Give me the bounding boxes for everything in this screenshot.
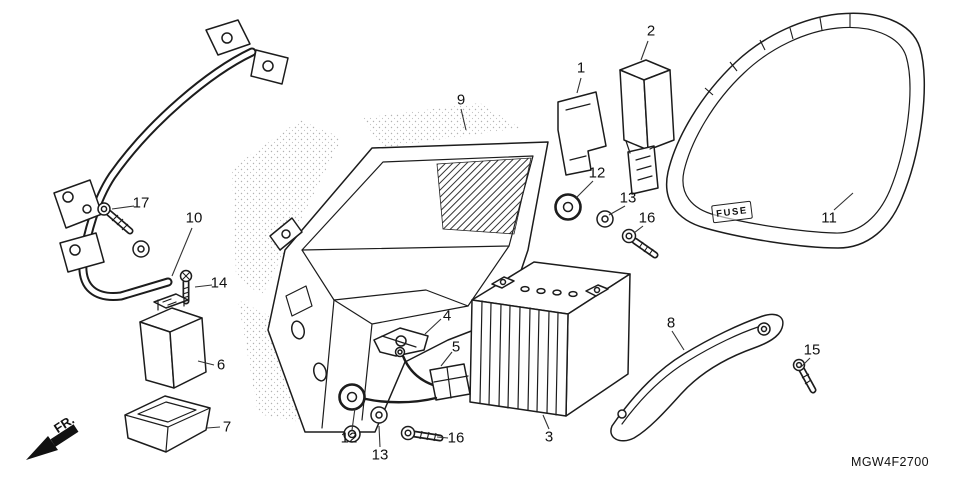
leader-lines <box>111 40 854 448</box>
part-callout-10[interactable]: 10 <box>185 209 203 227</box>
part-callout-8[interactable]: 8 <box>666 314 676 332</box>
part-callout-13-upper[interactable]: 13 <box>619 189 637 207</box>
fuse-cover-drawing <box>557 91 607 176</box>
fuse-box-drawing <box>619 59 675 195</box>
cable-5-drawing <box>364 346 471 404</box>
battery-drawing <box>469 261 631 417</box>
bolt-15-drawing <box>792 358 817 394</box>
part-callout-13-lower[interactable]: 13 <box>371 446 389 464</box>
part-callout-5[interactable]: 5 <box>451 338 461 356</box>
part-callout-3[interactable]: 3 <box>544 428 554 446</box>
part-callout-2[interactable]: 2 <box>646 22 656 40</box>
part-callout-16-lower[interactable]: 16 <box>447 429 465 447</box>
part-callout-11[interactable]: 11 <box>821 209 837 227</box>
bolt-16-upper-drawing <box>621 228 659 259</box>
washer-13-lower-drawing <box>370 406 388 424</box>
part-callout-4[interactable]: 4 <box>442 307 452 325</box>
grommet-12-upper-drawing <box>554 193 582 221</box>
part-callout-14[interactable]: 14 <box>210 274 228 292</box>
part-callout-15[interactable]: 15 <box>803 341 821 359</box>
front-direction-arrow <box>26 424 79 460</box>
part-callout-1[interactable]: 1 <box>576 59 586 77</box>
bolt-16-lower-drawing <box>400 425 444 442</box>
battery-holder-drawing <box>610 313 784 442</box>
part-callout-12-upper[interactable]: 12 <box>588 164 606 182</box>
part-callout-6[interactable]: 6 <box>216 356 226 374</box>
bolt-17-drawing <box>97 202 134 235</box>
part-callout-16-upper[interactable]: 16 <box>638 209 656 227</box>
washer-13-upper-drawing <box>596 210 614 228</box>
grommet-12-lower-drawing <box>338 383 366 411</box>
side-cover-drawing <box>666 12 926 249</box>
cushion-7-drawing <box>124 395 211 453</box>
relay-6-drawing <box>139 293 207 389</box>
bracket-4-drawing <box>373 327 429 357</box>
frame-stay-drawing <box>53 19 289 301</box>
diagram-code: MGW4F2700 <box>851 455 929 469</box>
part-callout-12-lower[interactable]: 12 <box>340 429 358 447</box>
screw-14-drawing <box>179 269 193 305</box>
part-callout-9[interactable]: 9 <box>456 91 466 109</box>
part-callout-7[interactable]: 7 <box>222 418 232 436</box>
part-callout-17[interactable]: 17 <box>132 194 150 212</box>
